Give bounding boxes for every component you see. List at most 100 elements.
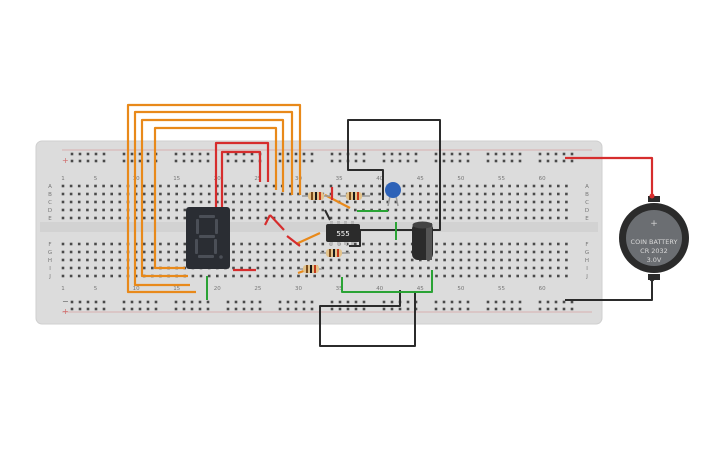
breadboard-hole[interactable]: [242, 159, 246, 163]
breadboard-hole[interactable]: [77, 208, 81, 212]
breadboard-hole[interactable]: [146, 307, 150, 311]
breadboard-hole[interactable]: [198, 152, 202, 156]
breadboard-hole[interactable]: [102, 159, 106, 163]
breadboard-hole[interactable]: [102, 184, 105, 188]
breadboard-hole[interactable]: [183, 216, 187, 220]
breadboard-hole[interactable]: [250, 159, 254, 163]
breadboard-hole[interactable]: [494, 300, 498, 304]
breadboard-hole[interactable]: [289, 258, 292, 262]
breadboard-hole[interactable]: [321, 216, 325, 220]
breadboard-hole[interactable]: [394, 200, 398, 204]
breadboard-hole[interactable]: [70, 159, 74, 163]
breadboard-hole[interactable]: [294, 300, 298, 304]
breadboard-hole[interactable]: [289, 208, 292, 212]
breadboard-hole[interactable]: [524, 208, 528, 212]
breadboard-hole[interactable]: [362, 159, 366, 163]
breadboard-hole[interactable]: [427, 184, 430, 188]
breadboard-hole[interactable]: [386, 250, 390, 254]
breadboard-hole[interactable]: [289, 200, 292, 204]
breadboard-hole[interactable]: [198, 159, 202, 163]
breadboard-hole[interactable]: [402, 250, 406, 254]
breadboard-hole[interactable]: [443, 250, 446, 254]
breadboard-hole[interactable]: [565, 242, 568, 246]
breadboard-hole[interactable]: [565, 266, 568, 270]
breadboard-hole[interactable]: [540, 200, 544, 204]
breadboard-hole[interactable]: [410, 200, 414, 204]
breadboard-hole[interactable]: [199, 200, 203, 204]
breadboard-hole[interactable]: [110, 242, 113, 246]
breadboard-hole[interactable]: [330, 300, 334, 304]
breadboard-hole[interactable]: [451, 242, 455, 246]
breadboard-hole[interactable]: [183, 258, 187, 262]
breadboard-hole[interactable]: [442, 152, 446, 156]
breadboard-hole[interactable]: [310, 307, 314, 311]
breadboard-hole[interactable]: [240, 242, 243, 246]
breadboard-hole[interactable]: [483, 242, 487, 246]
breadboard-hole[interactable]: [289, 216, 292, 220]
breadboard-hole[interactable]: [69, 200, 73, 204]
breadboard-hole[interactable]: [94, 258, 97, 262]
breadboard-hole[interactable]: [94, 184, 97, 188]
coin-battery[interactable]: + COIN BATTERY CR 2032 3.0V: [619, 193, 689, 282]
breadboard-hole[interactable]: [86, 216, 89, 220]
breadboard-hole[interactable]: [313, 258, 316, 262]
breadboard-hole[interactable]: [248, 184, 252, 188]
breadboard-hole[interactable]: [250, 300, 254, 304]
breadboard-hole[interactable]: [302, 300, 306, 304]
breadboard-hole[interactable]: [94, 208, 97, 212]
breadboard-hole[interactable]: [442, 300, 446, 304]
breadboard-hole[interactable]: [159, 250, 162, 254]
breadboard-hole[interactable]: [345, 200, 349, 204]
breadboard-hole[interactable]: [313, 208, 316, 212]
breadboard-hole[interactable]: [94, 266, 97, 270]
breadboard-hole[interactable]: [248, 192, 252, 196]
breadboard-hole[interactable]: [518, 152, 522, 156]
breadboard-hole[interactable]: [289, 184, 292, 188]
breadboard-hole[interactable]: [508, 192, 511, 196]
breadboard-hole[interactable]: [77, 274, 81, 278]
breadboard-hole[interactable]: [272, 274, 276, 278]
breadboard-hole[interactable]: [467, 258, 471, 262]
breadboard-hole[interactable]: [435, 184, 438, 188]
breadboard-hole[interactable]: [451, 192, 455, 196]
breadboard-hole[interactable]: [378, 250, 381, 254]
breadboard-hole[interactable]: [524, 266, 528, 270]
breadboard-hole[interactable]: [378, 258, 381, 262]
breadboard-hole[interactable]: [459, 266, 463, 270]
breadboard-hole[interactable]: [483, 184, 487, 188]
breadboard-hole[interactable]: [435, 216, 438, 220]
breadboard-hole[interactable]: [435, 266, 438, 270]
breadboard-hole[interactable]: [486, 300, 490, 304]
breadboard-hole[interactable]: [86, 307, 90, 311]
breadboard-hole[interactable]: [483, 258, 487, 262]
breadboard-hole[interactable]: [362, 300, 366, 304]
breadboard-hole[interactable]: [77, 192, 81, 196]
breadboard-hole[interactable]: [546, 152, 550, 156]
breadboard-hole[interactable]: [286, 159, 290, 163]
breadboard-hole[interactable]: [264, 184, 268, 188]
breadboard-hole[interactable]: [554, 159, 558, 163]
breadboard-hole[interactable]: [142, 250, 146, 254]
breadboard-hole[interactable]: [466, 307, 470, 311]
breadboard-hole[interactable]: [492, 266, 495, 270]
breadboard-hole[interactable]: [232, 192, 235, 196]
breadboard-hole[interactable]: [86, 192, 89, 196]
breadboard-hole[interactable]: [410, 274, 414, 278]
breadboard-hole[interactable]: [394, 274, 398, 278]
breadboard-hole[interactable]: [118, 274, 122, 278]
breadboard-hole[interactable]: [159, 200, 162, 204]
breadboard-hole[interactable]: [280, 192, 284, 196]
breadboard-hole[interactable]: [532, 250, 536, 254]
breadboard-hole[interactable]: [518, 159, 522, 163]
breadboard-hole[interactable]: [451, 258, 455, 262]
breadboard-hole[interactable]: [410, 184, 414, 188]
breadboard-hole[interactable]: [427, 216, 430, 220]
breadboard-hole[interactable]: [61, 258, 65, 262]
breadboard-hole[interactable]: [313, 216, 316, 220]
breadboard-hole[interactable]: [102, 307, 106, 311]
breadboard-hole[interactable]: [443, 184, 446, 188]
breadboard-hole[interactable]: [122, 307, 126, 311]
breadboard-hole[interactable]: [240, 258, 243, 262]
breadboard-hole[interactable]: [142, 208, 146, 212]
breadboard-hole[interactable]: [492, 200, 495, 204]
